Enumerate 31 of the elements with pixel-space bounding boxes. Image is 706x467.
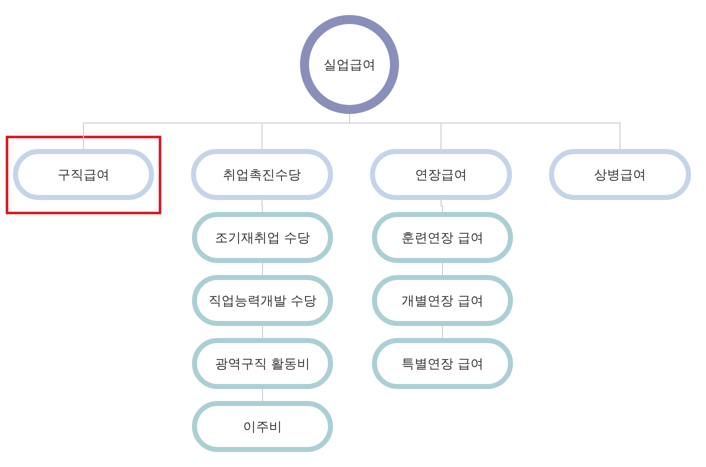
box-label: 특별연장 급여: [401, 356, 484, 372]
box-label: 직업능력개발 수당: [208, 292, 317, 310]
connector-line: [442, 262, 443, 276]
rounded-box: [191, 149, 333, 200]
connector-line: [349, 114, 620, 150]
box-label: 이주비: [243, 418, 282, 436]
rounded-box: [372, 338, 513, 389]
connector-line: [262, 388, 263, 402]
box-label: 상병급여: [594, 166, 646, 184]
box-label: 훈련연장 급여: [401, 230, 484, 246]
rounded-box: [372, 275, 513, 326]
box-label: 구직급여: [58, 166, 110, 184]
rounded-box: [372, 212, 513, 263]
rounded-box: [549, 149, 691, 200]
rounded-box: [192, 401, 333, 452]
rounded-box: [370, 149, 512, 200]
connector-line: [262, 326, 263, 338]
box-label: 개별연장 급여: [401, 292, 484, 310]
rounded-box: [192, 275, 333, 326]
rounded-box: [192, 212, 333, 263]
box-label: 취업촉진수당: [223, 166, 301, 184]
connector-line: [262, 200, 263, 212]
rounded-box: [13, 149, 154, 200]
rounded-box: [192, 338, 333, 389]
box-label: 조기재취업 수당: [214, 230, 310, 246]
connector-line: [440, 200, 443, 212]
connector-line: [442, 326, 443, 338]
box-label: 연장급여: [415, 166, 467, 184]
connector-line: [262, 262, 263, 276]
box-label: 광역구직 활동비: [214, 356, 310, 372]
box-label: 실업급여: [324, 56, 376, 74]
